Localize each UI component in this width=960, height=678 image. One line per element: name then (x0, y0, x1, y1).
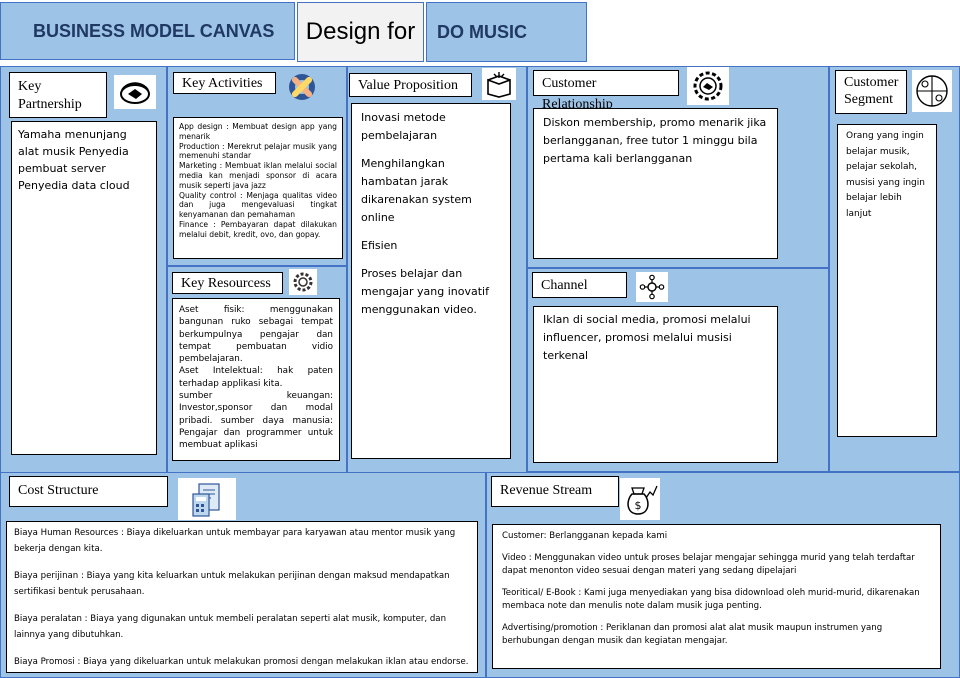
box-icon (482, 68, 516, 100)
brand-name: DO MUSIC (426, 2, 587, 62)
cost-item: Biaya Promosi : Biaya yang dikeluarkan u… (14, 657, 469, 667)
cost-structure-title-text: Cost Structure (18, 483, 99, 498)
gear-wrench-icon-svg (289, 74, 315, 100)
network-icon-svg (639, 274, 665, 300)
cost-structure-title: Cost Structure (9, 476, 168, 507)
value-item: Proses belajar dan mengajar yang inovati… (361, 267, 489, 316)
value-proposition-title-text: Value Proposition (358, 78, 458, 93)
key-partnership-title-text: Key Partnership (18, 79, 82, 112)
channel-title: Channel (532, 272, 627, 298)
customer-relationship-text: Diskon membership, promo menarik jika be… (543, 116, 767, 165)
gear-handshake-icon (687, 67, 729, 105)
box-icon-svg (487, 72, 511, 98)
channel-body: Iklan di social media, promosi melalui i… (533, 306, 778, 463)
settings-icon-svg (293, 272, 313, 292)
activity-item: Production : Merekrut pelajar musik yang… (179, 141, 337, 161)
value-item: Efisien (361, 239, 398, 252)
target-user-icon-svg (916, 75, 948, 107)
value-proposition-title: Value Proposition (349, 73, 472, 97)
handshake-icon (114, 75, 156, 109)
gear-wrench-icon (282, 68, 322, 106)
cost-item: Biaya peralatan : Biaya yang digunakan u… (14, 614, 447, 640)
activity-item: Quality control : Menjaga qualitas video… (179, 190, 337, 220)
key-activities-title: Key Activities (173, 72, 276, 94)
cost-item: Biaya Human Resources : Biaya dikeluarka… (14, 528, 456, 554)
key-resources-title: Key Resourcess (172, 272, 283, 294)
value-proposition-body: Inovasi metode pembelajaran Menghilangka… (351, 103, 511, 459)
customer-relationship-title-text: Customer Relationship (542, 76, 613, 112)
revenue-stream-title-text: Revenue Stream (500, 483, 593, 498)
handshake-icon-svg (120, 82, 150, 104)
value-item: Menghilangkan hambatan jarak dikarenakan… (361, 157, 472, 224)
calculator-invoice-icon (178, 478, 236, 520)
customer-segment-title-text: Customer Segment (844, 75, 899, 107)
key-partnership-text: Yamaha menunjang alat musik Penyedia pem… (18, 128, 130, 192)
value-item: Inovasi metode pembelajaran (361, 111, 446, 142)
settings-icon (289, 269, 317, 295)
revenue-stream-title: Revenue Stream (491, 476, 619, 507)
network-icon (636, 272, 668, 302)
canvas-title-text: BUSINESS MODEL CANVAS (33, 20, 275, 41)
money-bag-icon: $ (620, 478, 660, 520)
dollar-glyph: $ (635, 499, 642, 512)
customer-segment-text: Orang yang ingin belajar musik, pelajar … (846, 131, 925, 219)
cost-structure-body: Biaya Human Resources : Biaya dikeluarka… (6, 521, 478, 673)
channel-title-text: Channel (541, 278, 588, 293)
activity-item: Finance : Pembayaran dapat dilakukan mel… (179, 219, 337, 239)
target-user-icon (912, 70, 952, 112)
key-resources-body: Aset fisik: menggunakan bangunan ruko se… (172, 298, 340, 461)
design-for-text: Design for (305, 18, 416, 45)
customer-segment-title: Customer Segment (835, 70, 907, 114)
key-partnership-body: Yamaha menunjang alat musik Penyedia pem… (11, 121, 157, 455)
design-for-label: Design for (297, 2, 424, 62)
brand-name-text: DO MUSIC (437, 21, 527, 42)
revenue-stream-body: Customer: Berlangganan kepada kami Video… (492, 524, 941, 669)
calculator-invoice-icon-svg (192, 483, 220, 517)
activity-item: Marketing : Membuat iklan melalui social… (179, 161, 337, 190)
revenue-item: Video : Menggunakan video untuk proses b… (502, 553, 915, 576)
customer-relationship-body: Diskon membership, promo menarik jika be… (533, 108, 778, 259)
money-bag-icon-svg: $ (627, 485, 658, 515)
activity-item: App design : Membuat design app yang men… (179, 122, 337, 141)
customer-relationship-title: Customer Relationship (533, 70, 679, 112)
cost-item: Biaya perijinan : Biaya yang kita keluar… (14, 571, 450, 597)
resource-item: sumber keuangan: Investor,sponsor dan mo… (179, 391, 333, 451)
key-partnership-title: Key Partnership (9, 72, 107, 118)
resource-item: Aset fisik: menggunakan bangunan ruko se… (179, 305, 333, 365)
canvas-title: BUSINESS MODEL CANVAS (0, 2, 295, 60)
revenue-item: Teoritical/ E-Book : Kami juga menyediak… (502, 588, 920, 611)
key-activities-title-text: Key Activities (182, 76, 263, 91)
channel-text: Iklan di social media, promosi melalui i… (543, 313, 751, 362)
key-resources-title-text: Key Resourcess (181, 276, 271, 291)
key-activities-body: App design : Membuat design app yang men… (173, 117, 343, 259)
revenue-item: Customer: Berlangganan kepada kami (502, 531, 668, 541)
revenue-item: Advertising/promotion : Periklanan dan p… (502, 623, 883, 646)
customer-segment-body: Orang yang ingin belajar musik, pelajar … (837, 124, 937, 437)
resource-item: Aset Intelektual: hak paten terhadap app… (179, 366, 333, 389)
gear-handshake-icon-svg (693, 71, 723, 101)
